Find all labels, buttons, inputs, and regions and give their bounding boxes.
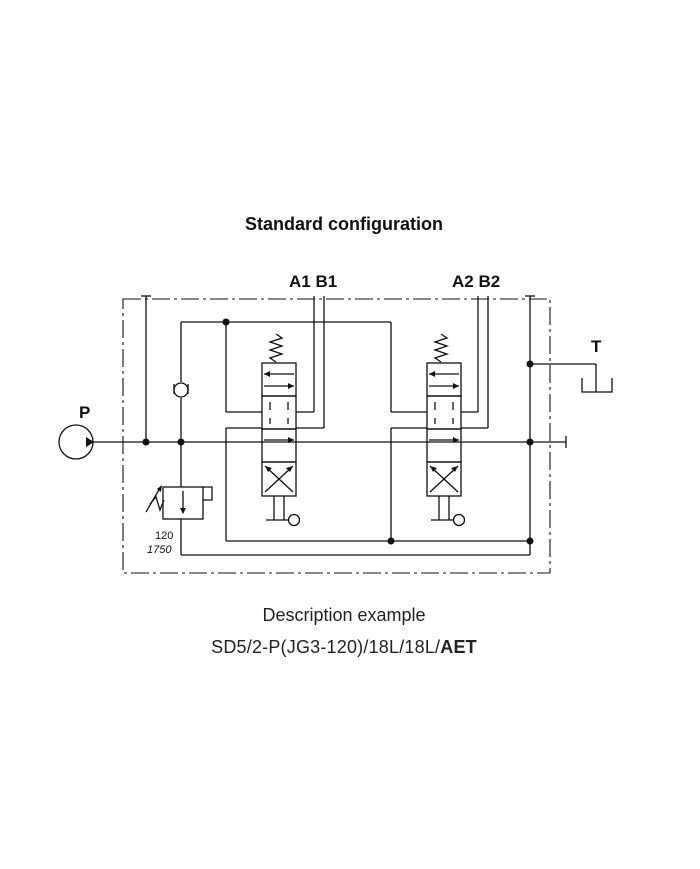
relief-setting-bar: 120 xyxy=(155,530,173,542)
description-code: SD5/2-P(JG3-120)/18L/18L/AET xyxy=(0,637,688,658)
port-a1b1-label: A1 B1 xyxy=(289,272,337,291)
relief-valve-symbol xyxy=(145,478,213,555)
tank-symbol xyxy=(530,363,613,393)
relief-setting-psi: 1750 xyxy=(147,544,172,556)
pump-symbol xyxy=(58,424,94,460)
diagram-title: Standard configuration xyxy=(245,214,443,234)
port-p-label: P xyxy=(79,403,90,422)
spool-valve-2 xyxy=(426,333,466,527)
description-label: Description example xyxy=(262,605,426,625)
valve-body-boundary xyxy=(122,298,551,574)
port-t-label: T xyxy=(591,337,602,356)
port-a2b2-label: A2 B2 xyxy=(452,272,500,291)
check-valve-symbol xyxy=(173,382,189,398)
description-code-prefix: SD5/2-P(JG3-120)/18L/18L/ xyxy=(211,637,441,657)
spool-valve-1 xyxy=(261,333,301,527)
description-code-suffix: AET xyxy=(440,637,477,657)
